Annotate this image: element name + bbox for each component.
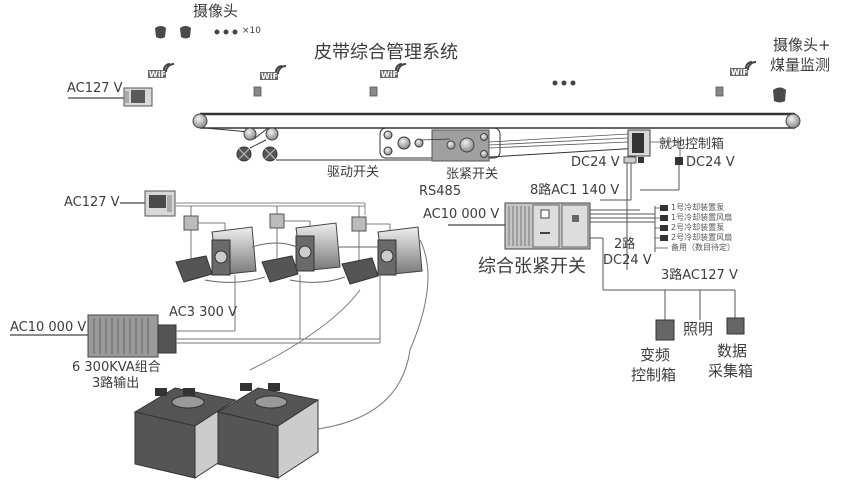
system-title: 皮带综合管理系统 bbox=[314, 42, 458, 63]
local-control-label: 就地控制箱 bbox=[659, 137, 725, 152]
svg-text:WiFi: WiFi bbox=[149, 70, 169, 79]
svg-text:WiFi: WiFi bbox=[731, 68, 751, 77]
belt-monitor-unit bbox=[123, 87, 153, 107]
data-box-label-line1: 数据 bbox=[717, 342, 748, 360]
data-box-label-line2: 采集箱 bbox=[708, 362, 754, 380]
gearboxes bbox=[175, 255, 379, 285]
data-collection-box bbox=[726, 317, 745, 335]
belt-conveyor bbox=[192, 112, 801, 162]
fan-motor-icon bbox=[268, 383, 280, 391]
drive-motor bbox=[295, 222, 341, 272]
wifi-icon: WiFi bbox=[148, 63, 175, 79]
camera-group bbox=[155, 26, 786, 103]
wifi-icon: WiFi bbox=[260, 65, 287, 81]
rs485-label: RS485 bbox=[419, 184, 462, 199]
svg-text:WiFi: WiFi bbox=[261, 72, 281, 81]
drive-motor-icon bbox=[262, 146, 278, 162]
dc24-sensor bbox=[675, 157, 683, 165]
local-dc24-right: DC24 V bbox=[686, 155, 735, 170]
vfd-box-label-line2: 控制箱 bbox=[631, 366, 677, 384]
drive-ac127-label: AC127 V bbox=[64, 195, 120, 210]
camera-icon bbox=[155, 26, 166, 39]
drive-motor bbox=[211, 226, 257, 276]
transformer bbox=[87, 314, 177, 358]
sensor-node bbox=[253, 86, 262, 97]
gearbox bbox=[341, 257, 379, 285]
wifi-icon: WiFi bbox=[380, 63, 407, 79]
transformer-ac3300-label: AC3 300 V bbox=[169, 305, 237, 320]
ac1140-label: 8路AC1 140 V bbox=[530, 183, 620, 198]
transformer-desc-line1: 6 300KVA组合 bbox=[72, 360, 161, 375]
camera-coal-label-line1: 摄像头+ bbox=[773, 36, 831, 54]
drive-control-unit bbox=[144, 190, 176, 217]
drive-motor bbox=[377, 226, 423, 276]
fan-motor-icon bbox=[240, 383, 252, 391]
camera-coal-label-line2: 煤量监测 bbox=[770, 56, 831, 74]
fan-motor-icon bbox=[155, 388, 167, 396]
integrated-tension-switch bbox=[504, 202, 591, 250]
tension-switch-title: 综合张紧开关 bbox=[478, 256, 586, 277]
lighting-label: 照明 bbox=[683, 320, 714, 338]
dc24-count-label: 2路 bbox=[614, 237, 636, 252]
tension-ac10000-label: AC10 000 V bbox=[423, 207, 500, 222]
fan-motor-icon bbox=[183, 388, 195, 396]
top-ac127-label: AC127 V bbox=[67, 81, 123, 96]
camera-icon bbox=[180, 26, 191, 39]
head-pulley bbox=[192, 113, 208, 129]
motors bbox=[211, 222, 423, 276]
vfd-control-box bbox=[655, 319, 675, 341]
relay-box bbox=[183, 215, 199, 231]
relay-box bbox=[269, 213, 285, 229]
transformer-ac10000-label: AC10 000 V bbox=[10, 320, 87, 335]
relay-box bbox=[351, 216, 367, 232]
local-dc24-left: DC24 V bbox=[571, 155, 620, 170]
drive-motor-icon bbox=[236, 146, 252, 162]
drive-switch-label: 驱动开关 bbox=[327, 165, 380, 180]
gearbox bbox=[261, 255, 299, 283]
camera-icon bbox=[773, 87, 786, 103]
sensor-node bbox=[369, 86, 378, 97]
sensor-nodes bbox=[253, 86, 724, 97]
dc24-label: DC24 V bbox=[603, 253, 652, 268]
camera-label: 摄像头 bbox=[193, 2, 239, 20]
sensor-node bbox=[715, 86, 724, 97]
gearbox bbox=[175, 255, 213, 283]
output-fan-2: 2号冷却装置风扇 bbox=[671, 233, 733, 242]
tension-device bbox=[419, 129, 490, 162]
branch-ac127-label: 3路AC127 V bbox=[661, 268, 738, 283]
output-pump-2: 2号冷却装置泵 bbox=[671, 223, 725, 232]
camera-count: ×10 bbox=[242, 26, 261, 36]
svg-text:WiFi: WiFi bbox=[381, 70, 401, 79]
wifi-icons: WiFi WiFi WiFi WiFi bbox=[148, 61, 757, 81]
transformer-desc-line2: 3路输出 bbox=[92, 376, 140, 391]
tension-switch-label: 张紧开关 bbox=[446, 167, 499, 182]
cooling-outputs bbox=[655, 205, 668, 249]
output-spare: 备用（数目待定） bbox=[671, 243, 735, 252]
output-pump-1: 1号冷却装置泵 bbox=[671, 203, 725, 212]
output-fan-1: 1号冷却装置风扇 bbox=[671, 213, 733, 222]
wifi-icon: WiFi bbox=[730, 61, 757, 77]
relay-boxes bbox=[183, 213, 367, 232]
vfd-box-label-line1: 变频 bbox=[640, 346, 671, 364]
cooling-tower bbox=[216, 383, 320, 479]
tail-pulley bbox=[785, 113, 801, 129]
more-ellipsis bbox=[552, 80, 576, 86]
local-control-box bbox=[623, 129, 651, 164]
